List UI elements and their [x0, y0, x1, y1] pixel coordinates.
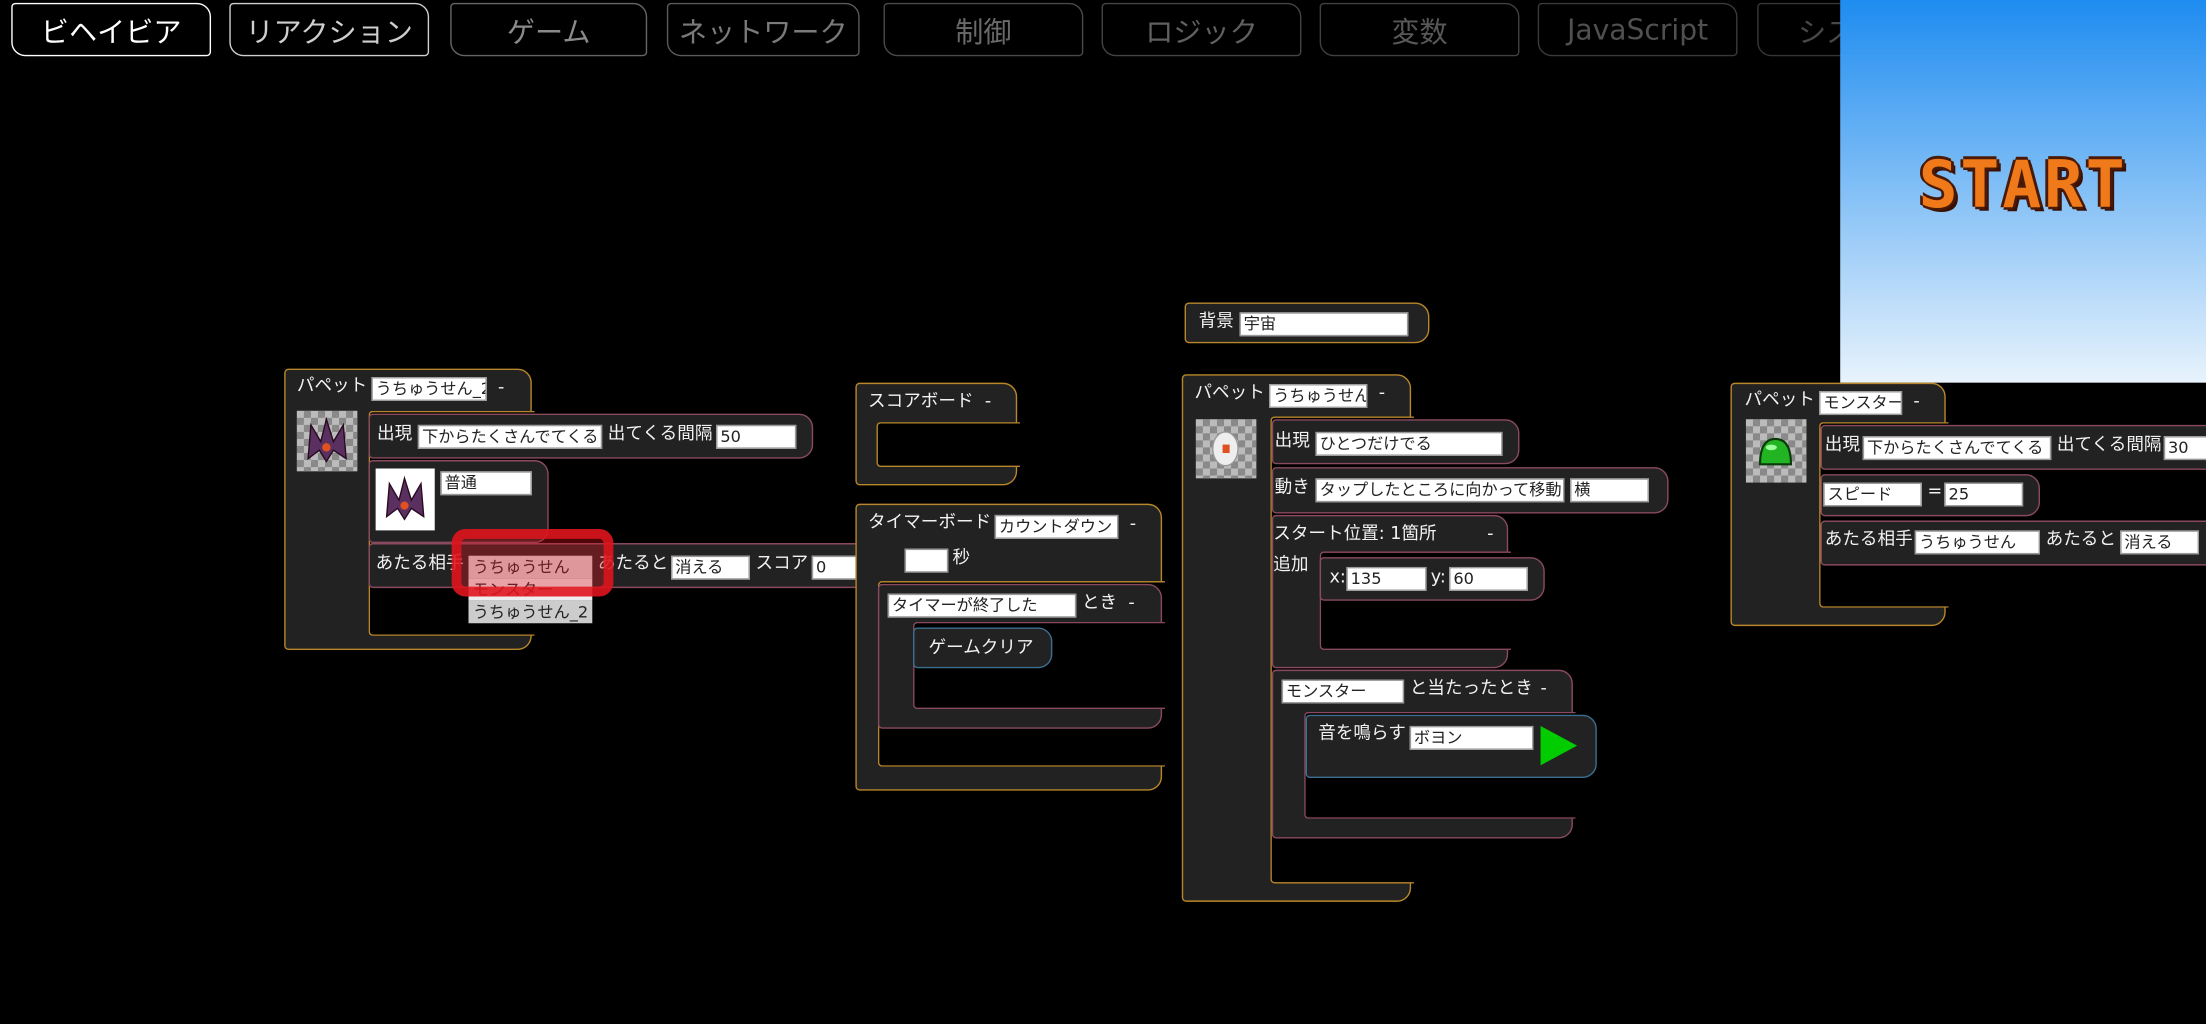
image-style-select[interactable]: 普通 [440, 471, 532, 496]
add-position-label[interactable]: 追加 [1273, 552, 1309, 575]
equals-label: = [1927, 479, 1943, 501]
puppet-menu[interactable]: - [1913, 389, 1920, 411]
start-position-menu[interactable]: - [1487, 521, 1494, 544]
appear-mode-select[interactable]: ひとつだけでる [1315, 431, 1503, 456]
timerboard-menu[interactable]: - [1129, 512, 1137, 534]
game-preview[interactable]: START [1840, 0, 2206, 383]
y-label: y: [1430, 565, 1446, 587]
on-hit-label: あたると [597, 551, 669, 573]
timer-mode-select[interactable]: カウントダウン [994, 514, 1119, 539]
tab-behavior[interactable]: ビヘイビア [11, 2, 212, 57]
seconds-label: 秒 [952, 545, 971, 567]
appear-mode-select[interactable]: 下からたくさんでてくる [417, 424, 603, 449]
puppet-menu[interactable]: - [498, 375, 505, 397]
move-label: 動き [1274, 475, 1310, 497]
timer-event-select[interactable]: タイマーが終了した [887, 593, 1077, 618]
interval-label: 出てくる間隔 [2056, 433, 2162, 455]
collision-label: と当たったとき [1409, 676, 1533, 698]
play-sound-label: 音を鳴らす [1318, 721, 1406, 743]
y-input[interactable]: 60 [1449, 566, 1528, 591]
timerboard-label: タイマーボード [868, 510, 992, 532]
x-label: x: [1329, 565, 1346, 587]
on-hit-select[interactable]: 消える [2120, 530, 2199, 555]
background-label: 背景 [1198, 309, 1234, 331]
puppet-name-input[interactable]: モンスター [1819, 391, 1903, 416]
puppet-menu[interactable]: - [1378, 381, 1386, 403]
monster-thumbnail [1745, 419, 1807, 483]
hit-target-label: あたる相手 [1824, 527, 1913, 549]
scoreboard-label: スコアボード [868, 389, 974, 411]
spaceship-thumbnail [1195, 419, 1257, 479]
x-input[interactable]: 135 [1346, 566, 1427, 591]
hit-target-label: あたる相手 [375, 551, 464, 573]
tab-control[interactable]: 制御 [883, 2, 1084, 57]
sound-select[interactable]: ボヨン [1409, 725, 1534, 750]
interval-input[interactable]: 50 [716, 424, 797, 449]
tab-reaction[interactable]: リアクション [229, 2, 430, 57]
tab-game[interactable]: ゲーム [450, 2, 648, 57]
appear-label: 出現 [377, 422, 413, 444]
dropdown-option[interactable]: うちゅうせん [468, 555, 593, 579]
spaceship-thumbnail [296, 410, 358, 472]
start-position-label: スタート位置: 1箇所 [1273, 521, 1437, 544]
on-hit-select[interactable]: 消える [671, 555, 750, 580]
puppet-label: パペット [1744, 388, 1815, 410]
speed-input[interactable]: 25 [1944, 482, 2024, 507]
on-hit-label: あたると [2045, 527, 2116, 549]
appear-mode-select[interactable]: 下からたくさんでてくる [1862, 436, 2052, 461]
game-clear-block[interactable] [913, 627, 1053, 669]
background-select[interactable]: 宇宙 [1239, 312, 1409, 337]
score-label: スコア [755, 551, 809, 573]
seconds-input[interactable] [904, 548, 949, 573]
interval-label: 出てくる間隔 [607, 422, 713, 444]
timer-event-menu[interactable]: - [1128, 590, 1135, 612]
play-icon[interactable] [1540, 725, 1578, 766]
start-button[interactable]: START [1918, 146, 2128, 223]
dropdown-option[interactable]: うちゅうせん_2 [468, 600, 593, 624]
move-mode-select[interactable]: タップしたところに向かって移動 [1315, 478, 1565, 503]
tab-network[interactable]: ネットワーク [666, 2, 860, 57]
puppet-label: パペット [1194, 381, 1265, 403]
scoreboard-menu[interactable]: - [984, 389, 992, 411]
interval-input[interactable]: 30 [2163, 436, 2206, 461]
red-annotation-scribble [451, 528, 614, 597]
variable-select[interactable]: スピード [1823, 482, 1922, 507]
collision-menu[interactable]: - [1540, 676, 1547, 698]
tab-variables[interactable]: 変数 [1319, 2, 1520, 57]
game-clear-label: ゲームクリア [928, 635, 1034, 658]
appear-label: 出現 [1274, 429, 1310, 451]
hit-target-select[interactable]: うちゅうせん [1914, 530, 2040, 555]
appear-label: 出現 [1824, 433, 1860, 455]
collision-target-select[interactable]: モンスター [1281, 679, 1405, 704]
puppet-name-input[interactable]: うちゅうせん_2 [371, 377, 487, 401]
when-label: とき [1081, 590, 1118, 612]
move-axis-select[interactable]: 横 [1570, 478, 1649, 503]
spaceship-image [375, 468, 435, 531]
tab-javascript[interactable]: JavaScript [1537, 2, 1738, 57]
puppet-label: パペット [296, 374, 368, 396]
puppet-name-input[interactable]: うちゅうせん [1269, 384, 1368, 408]
tab-logic[interactable]: ロジック [1101, 2, 1302, 57]
